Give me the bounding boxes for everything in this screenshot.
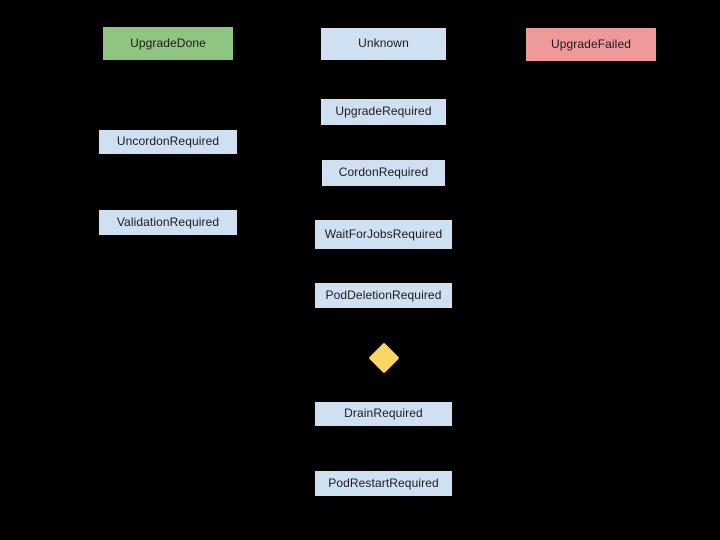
state-node-uncordon-required[interactable]: UncordonRequired: [99, 130, 237, 154]
state-node-label: UpgradeFailed: [550, 36, 631, 51]
state-node-label: Unknown: [358, 36, 409, 51]
state-node-upgrade-done[interactable]: UpgradeDone: [103, 27, 233, 60]
state-node-label: UpgradeRequired: [335, 104, 432, 119]
state-node-label: DrainRequired: [344, 406, 423, 421]
state-node-label: PodRestartRequired: [328, 475, 439, 490]
state-node-label: WaitForJobsRequired: [324, 226, 443, 241]
state-node-label: CordonRequired: [338, 165, 429, 180]
state-node-cordon-required[interactable]: CordonRequired: [322, 160, 445, 186]
state-node-label: ValidationRequired: [116, 214, 220, 229]
state-node-validation-required[interactable]: ValidationRequired: [99, 210, 237, 235]
decision-diamond-icon[interactable]: [368, 342, 400, 374]
state-node-upgrade-required[interactable]: UpgradeRequired: [321, 99, 446, 125]
state-node-unknown[interactable]: Unknown: [321, 28, 446, 60]
state-node-upgrade-failed[interactable]: UpgradeFailed: [526, 28, 656, 61]
state-node-pod-restart-required[interactable]: PodRestartRequired: [315, 471, 452, 496]
state-node-label: UpgradeDone: [130, 35, 206, 50]
state-node-label: UncordonRequired: [116, 134, 220, 149]
state-node-drain-required[interactable]: DrainRequired: [315, 402, 452, 426]
state-node-pod-deletion-required[interactable]: PodDeletionRequired: [315, 283, 452, 308]
state-node-label: PodDeletionRequired: [325, 287, 442, 302]
state-node-wait-for-jobs-required[interactable]: WaitForJobsRequired: [315, 220, 452, 249]
